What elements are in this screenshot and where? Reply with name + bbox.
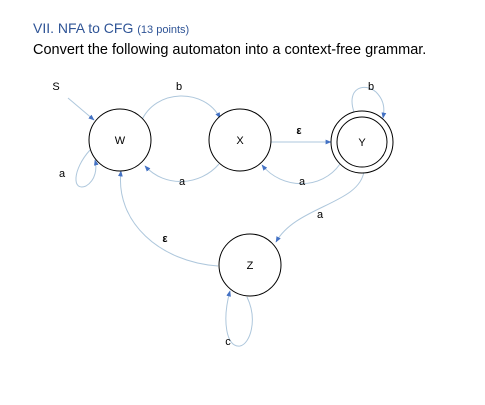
state-w-label: W [115, 135, 126, 147]
question-instruction: Convert the following automaton into a c… [33, 42, 427, 58]
transition-y-y-label: b [368, 81, 374, 93]
start-marker-label: S [52, 81, 59, 93]
transition-x-w [144, 163, 220, 182]
question-points: (13 points) [137, 24, 190, 36]
transition-y-x-label: a [299, 176, 306, 188]
transition-z-z-label: c [225, 336, 231, 348]
transition-z-w [117, 170, 219, 267]
start-arrow [67, 97, 95, 121]
state-y: Y [330, 110, 394, 174]
transition-x-y-label: ε [296, 125, 302, 137]
state-w: W [88, 108, 152, 172]
transition-w-x-label: b [176, 81, 182, 93]
question-heading: VII. NFA to CFG (13 points) [33, 20, 189, 36]
question-title: VII. NFA to CFG [33, 20, 134, 36]
state-z: Z [218, 233, 282, 297]
transition-y-z [275, 170, 365, 243]
transition-z-w-label: ε [162, 233, 168, 245]
transition-y-x [261, 163, 341, 185]
transition-y-y [351, 87, 387, 119]
transition-x-w-label: a [179, 176, 186, 188]
transition-w-w [75, 149, 99, 188]
state-x: X [208, 108, 272, 172]
transition-z-z [225, 290, 253, 347]
transition-w-x [140, 95, 221, 123]
transition-y-z-label: a [317, 209, 324, 221]
state-y-label: Y [358, 137, 366, 149]
transition-w-w-label: a [59, 168, 66, 180]
state-y-accepting-ring [336, 116, 388, 168]
state-x-label: X [236, 135, 244, 147]
state-z-label: Z [247, 260, 254, 272]
